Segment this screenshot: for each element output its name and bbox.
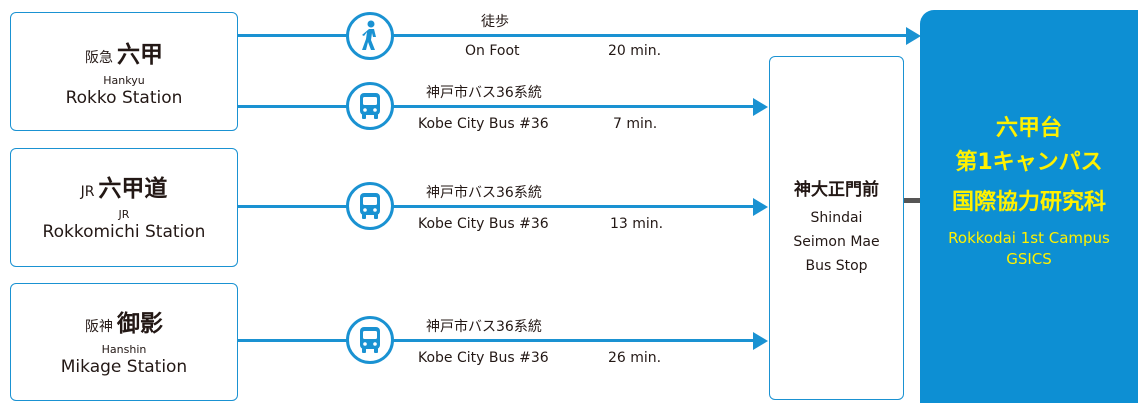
route-time: 7 min. xyxy=(613,116,658,132)
station-name-en: Rokkomichi Station xyxy=(42,222,206,242)
bus-stop-line: Bus Stop xyxy=(805,258,868,274)
bus-stop-name-jp: 神大正門前 xyxy=(794,180,879,200)
route-mode-en: On Foot xyxy=(465,43,520,59)
campus-name-jp-3: 国際協力研究科 xyxy=(951,190,1106,215)
route-line-bus-mikage xyxy=(238,339,755,342)
bus-stop-name-en: Shindai Seimon Mae Bus Stop xyxy=(770,206,903,278)
stop-to-campus-connector xyxy=(904,198,920,203)
bus-stop-line: Seimon Mae xyxy=(793,234,880,250)
station-main-jp: 御影 xyxy=(117,311,163,337)
station-prefix-en: Hanshin xyxy=(101,343,147,356)
route-mode-jp: 徒歩 xyxy=(481,14,509,30)
station-prefix-jp: JR xyxy=(80,184,95,200)
campus-destination: 六甲台 第1キャンパス 国際協力研究科 Rokkodai 1st Campus … xyxy=(920,10,1138,403)
route-time: 26 min. xyxy=(608,350,662,366)
station-prefix-jp: 阪急 xyxy=(85,50,113,66)
station-prefix-en: Hankyu xyxy=(103,74,145,87)
route-time: 20 min. xyxy=(608,43,662,59)
campus-name-jp-1: 六甲台 xyxy=(995,116,1062,141)
bus-mode-circle xyxy=(346,316,394,364)
campus-name-en-1: Rokkodai 1st Campus xyxy=(948,229,1110,247)
station-main-jp: 六甲 xyxy=(117,42,163,68)
station-hankyu-rokko: 阪急六甲 Hankyu Rokko Station xyxy=(10,12,238,131)
arrow-head xyxy=(753,98,768,116)
arrow-head xyxy=(753,198,768,216)
station-hanshin-mikage: 阪神御影 Hanshin Mikage Station xyxy=(10,283,238,401)
campus-name-jp-2: 第1キャンパス xyxy=(955,150,1103,175)
route-line-bus-rokkomichi xyxy=(238,205,755,208)
station-name-jp: 阪神御影 xyxy=(11,304,237,338)
station-name-en: Mikage Station xyxy=(60,357,188,377)
bus-icon xyxy=(360,327,380,353)
route-line-bus-rokko xyxy=(238,105,755,108)
route-time: 13 min. xyxy=(610,216,664,232)
route-mode-jp: 神戸市バス36系統 xyxy=(426,85,542,101)
route-mode-en: Kobe City Bus #36 xyxy=(418,116,549,132)
bus-stop-line: Shindai xyxy=(810,210,863,226)
walking-person-icon xyxy=(362,20,376,50)
station-prefix-en: JR xyxy=(118,208,130,221)
arrow-head xyxy=(753,332,768,350)
arrow-head xyxy=(906,27,921,45)
route-mode-jp: 神戸市バス36系統 xyxy=(426,319,542,335)
walk-mode-circle xyxy=(346,12,394,60)
route-line-walk xyxy=(238,34,908,37)
bus-stop-shindai-seimon-mae: 神大正門前 Shindai Seimon Mae Bus Stop xyxy=(769,56,904,400)
route-mode-jp: 神戸市バス36系統 xyxy=(426,185,542,201)
bus-mode-circle xyxy=(346,182,394,230)
station-prefix-jp: 阪神 xyxy=(85,319,113,335)
bus-mode-circle xyxy=(346,82,394,130)
route-mode-en: Kobe City Bus #36 xyxy=(418,350,549,366)
station-name-en: Rokko Station xyxy=(65,88,183,108)
route-mode-en: Kobe City Bus #36 xyxy=(418,216,549,232)
bus-icon xyxy=(360,193,380,219)
campus-name-en-2: GSICS xyxy=(1006,250,1052,268)
bus-icon xyxy=(360,93,380,119)
station-name-jp: 阪急六甲 xyxy=(11,35,237,69)
station-main-jp: 六甲道 xyxy=(98,176,168,202)
